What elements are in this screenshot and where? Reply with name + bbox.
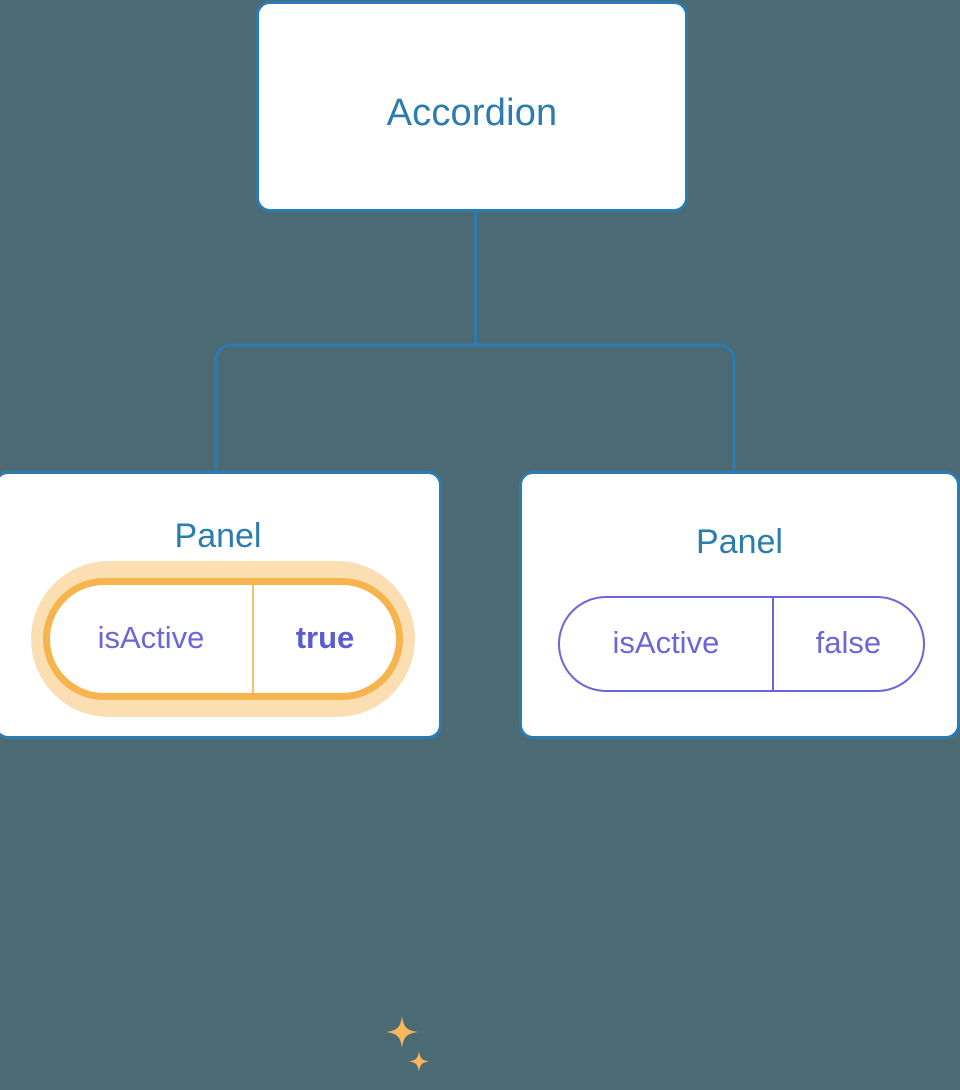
- sparkle-group: [386, 1016, 430, 1072]
- sparkle-small-icon: [408, 1051, 430, 1072]
- prop-value-label: true: [295, 620, 355, 655]
- prop-pill-is-active-true[interactable]: isActive true: [43, 578, 403, 700]
- prop-value-label: false: [815, 625, 882, 660]
- sparkle-large-icon: [386, 1016, 418, 1048]
- node-panel-active-label: Panel: [174, 517, 262, 555]
- prop-pill-highlighted[interactable]: isActive true: [31, 561, 415, 717]
- node-panel-inactive[interactable]: Panel isActive false: [519, 471, 960, 739]
- edge-layer: [214, 211, 736, 474]
- prop-key-label: isActive: [612, 625, 720, 660]
- edge-root-to-panel-right: [475, 343, 736, 474]
- node-accordion-label: Accordion: [386, 92, 558, 134]
- prop-pill-is-active-false[interactable]: isActive false: [558, 596, 925, 692]
- prop-key-label: isActive: [97, 620, 205, 655]
- node-accordion[interactable]: Accordion: [256, 1, 688, 212]
- prop-pill-divider: [252, 585, 254, 693]
- node-panel-active[interactable]: Panel isActive true: [0, 471, 442, 1072]
- edge-root-to-panel-left: [214, 343, 476, 474]
- prop-pill-divider: [771, 598, 774, 690]
- node-panel-inactive-label: Panel: [696, 523, 783, 561]
